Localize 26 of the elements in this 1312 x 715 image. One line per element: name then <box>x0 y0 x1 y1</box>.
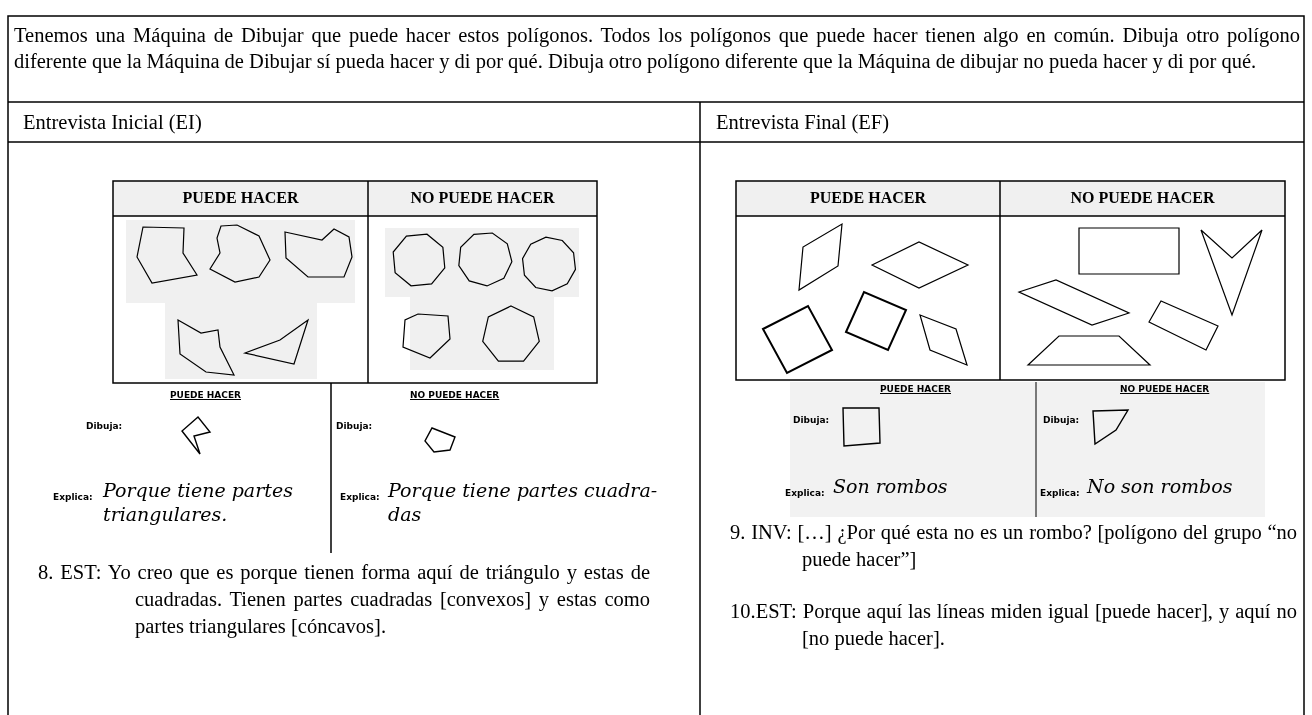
section-heading: NO PUEDE HACER <box>1120 384 1210 394</box>
field-label: Explica: <box>340 492 380 502</box>
field-label: Explica: <box>53 492 93 502</box>
table-header: NO PUEDE HACER <box>409 188 556 208</box>
table-header: PUEDE HACER <box>181 188 300 208</box>
transcript-text: 9. INV: […] ¿Por qué esta no es un rombo? [polígono del grupo “no puede hacer”] <box>730 520 1297 573</box>
transcript-text: 10.EST: Porque aquí las líneas miden igual [puede hacer], y aquí no [no puede hacer]. <box>730 599 1297 652</box>
field-label: Explica: <box>785 488 825 498</box>
handwritten-answer: Son rombos <box>833 474 949 498</box>
table-header: PUEDE HACER <box>809 188 927 208</box>
section-heading: PUEDE HACER <box>170 390 241 400</box>
field-label: Explica: <box>1040 488 1080 498</box>
handwritten-answer: No son rombos <box>1087 474 1234 498</box>
instruction-text: Tenemos una Máquina de Dibujar que puede hacer estos polígonos. Todos los polígonos que puede hacer tienen algo en común. Dibuja otro polígono diferente que la Máquina de Dibujar sí pueda hacer y di por qué. Dibuja otro polígono diferente que la Máquina de dibujar no pueda hacer y di por qué. <box>14 23 1300 74</box>
column-heading: Entrevista Inicial (EI) <box>23 110 203 134</box>
table-header: NO PUEDE HACER <box>1069 188 1216 208</box>
handwritten-answer: Porque tiene partes cuadra- das <box>388 478 659 526</box>
section-heading: NO PUEDE HACER <box>410 390 500 400</box>
field-label: Dibuja: <box>793 415 830 425</box>
field-label: Dibuja: <box>1043 415 1080 425</box>
handwritten-answer: Porque tiene partes triangulares. <box>103 478 294 526</box>
field-label: Dibuja: <box>336 421 373 431</box>
field-label: Dibuja: <box>86 421 123 431</box>
transcript-text: 8. EST: Yo creo que es porque tienen forma aquí de triángulo y estas de cuadradas. Tienen partes cuadradas [convexos] y estas como partes triangulares [cóncavos]. <box>38 560 650 640</box>
column-heading: Entrevista Final (EF) <box>716 110 891 134</box>
section-heading: PUEDE HACER <box>880 384 951 394</box>
